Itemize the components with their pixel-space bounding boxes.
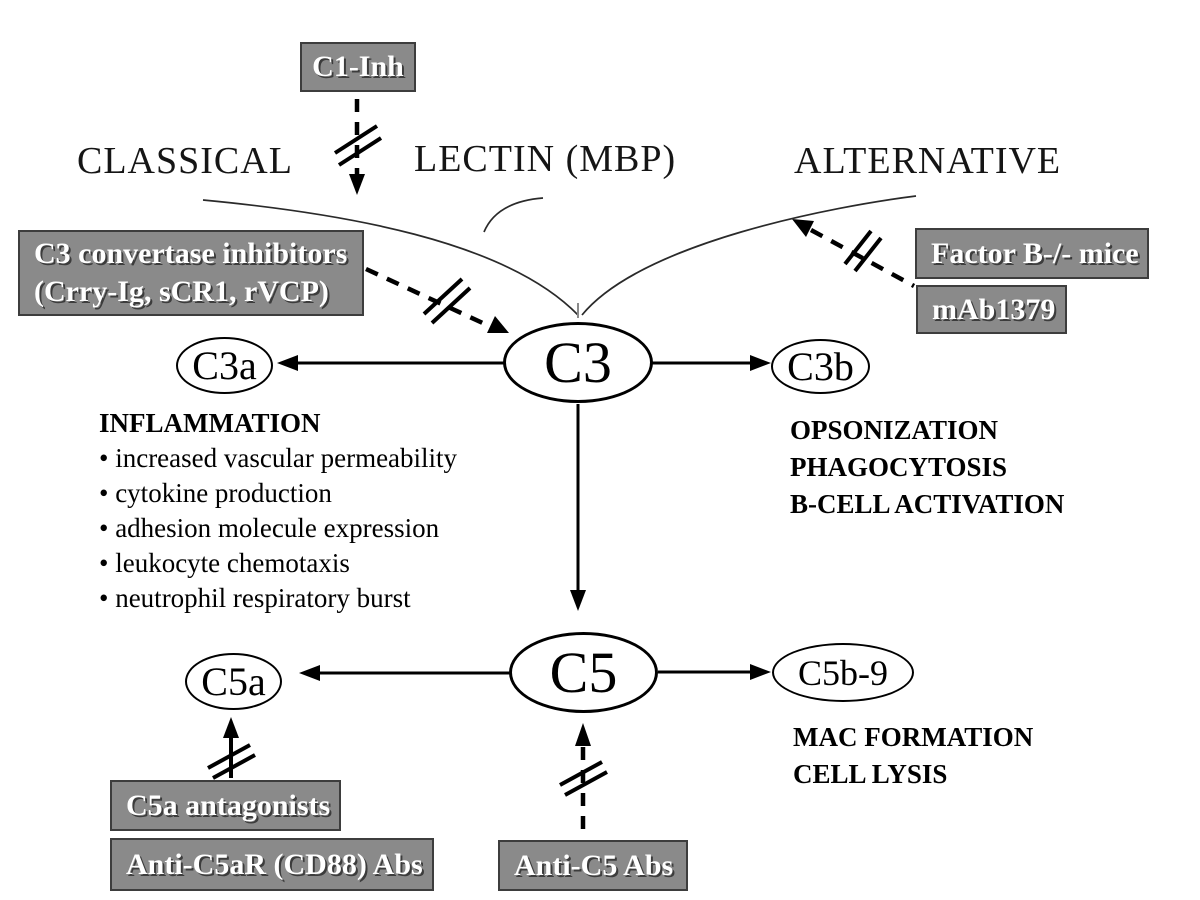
- node-c3a-label: C3a: [192, 343, 257, 388]
- anti-c5-abs-label: Anti-C5 Abs: [514, 848, 674, 882]
- inflammation-item: neutrophil respiratory burst: [99, 581, 457, 616]
- inflammation-item: leukocyte chemotaxis: [99, 546, 457, 581]
- dashed-arrows: [354, 99, 916, 837]
- alternative-pathway-label: ALTERNATIVE: [794, 140, 1062, 182]
- block-c1inh: [333, 124, 383, 167]
- lectin-curve: [483, 197, 544, 233]
- node-c5a-label: C5a: [201, 659, 266, 704]
- c3b-effect: B-CELL ACTIVATION: [790, 489, 1065, 519]
- lectin-pathway-label: LECTIN (MBP): [414, 138, 677, 180]
- c3b-effect: OPSONIZATION: [790, 415, 999, 445]
- arrowheads: [223, 174, 814, 746]
- arrowhead-c5b9: [750, 664, 771, 680]
- alternative-curve: [581, 195, 917, 316]
- arrow-c3convertase-shaft: [365, 266, 488, 328]
- inflammation-item: cytokine production: [99, 476, 457, 511]
- c5b9-effects-block: MAC FORMATION CELL LYSIS: [793, 719, 1033, 793]
- arrowhead-factorb: [792, 219, 814, 237]
- solid-arrows: [229, 361, 752, 778]
- mab1379-label: mAb1379: [932, 292, 1056, 326]
- block-factorb: [843, 229, 883, 273]
- arrowhead-c3b: [750, 355, 771, 371]
- node-c3-label: C3: [544, 330, 612, 395]
- arrowhead-c3-c5: [570, 590, 586, 611]
- node-c5b9-label: C5b-9: [798, 652, 888, 693]
- block-antic5: [559, 760, 608, 797]
- pathway-curves: [202, 195, 917, 316]
- anti-c5-abs-box: Anti-C5 Abs: [498, 840, 688, 891]
- c3b-effects-block: OPSONIZATION PHAGOCYTOSIS B-CELL ACTIVAT…: [790, 412, 1064, 523]
- c3-convertase-inhibitors-line1: C3 convertase inhibitors: [34, 237, 348, 270]
- c5a-antagonists-label: C5a antagonists: [126, 788, 331, 822]
- arrowhead-c3a: [277, 355, 298, 371]
- inflammation-block: INFLAMMATION increased vascular permeabi…: [99, 406, 457, 616]
- inflammation-item: adhesion molecule expression: [99, 511, 457, 546]
- c5b9-effect: MAC FORMATION: [793, 722, 1034, 752]
- inflammation-list: increased vascular permeability cytokine…: [99, 441, 457, 616]
- anti-c5ar-abs-label: Anti-C5aR (CD88) Abs: [126, 847, 423, 881]
- node-c5a: C5a: [185, 653, 282, 710]
- c5a-antagonists-box: C5a antagonists: [110, 780, 341, 831]
- block-c3convertase: [422, 277, 472, 325]
- factor-b-mice-label: Factor B-/- mice: [931, 236, 1139, 270]
- factor-b-mice-box: Factor B-/- mice: [915, 228, 1149, 279]
- classical-pathway-label: CLASSICAL: [77, 140, 293, 182]
- node-c3: C3: [503, 322, 653, 403]
- arrowhead-c3convertase: [487, 316, 509, 333]
- arrowhead-c5a: [299, 665, 320, 681]
- node-c3b-label: C3b: [787, 344, 854, 389]
- classical-curve: [202, 199, 579, 316]
- mab1379-box: mAb1379: [916, 285, 1067, 334]
- node-c5-label: C5: [549, 640, 618, 705]
- inflammation-title: INFLAMMATION: [99, 408, 321, 438]
- inhibition-marks: [207, 124, 883, 797]
- node-c5b9: C5b-9: [772, 643, 914, 702]
- node-c3b: C3b: [771, 339, 870, 394]
- block-c5a-antagonists: [207, 743, 256, 780]
- c3-convertase-inhibitors-box: C3 convertase inhibitors (Crry-Ig, sCR1,…: [18, 230, 364, 316]
- arrowhead-c1inh: [349, 174, 365, 195]
- inflammation-item: increased vascular permeability: [99, 441, 457, 476]
- arrow-factorb-shaft: [809, 228, 916, 288]
- c1-inh-box: C1-Inh: [300, 42, 416, 92]
- c3-convertase-inhibitors-line2: (Crry-Ig, sCR1, rVCP): [34, 275, 329, 308]
- c1-inh-label: C1-Inh: [312, 50, 404, 83]
- anti-c5ar-abs-box: Anti-C5aR (CD88) Abs: [110, 838, 434, 891]
- c5b9-effect: CELL LYSIS: [793, 759, 948, 789]
- node-c5: C5: [509, 632, 658, 713]
- arrowhead-c5a-antagonists: [223, 717, 239, 738]
- node-c3a: C3a: [176, 337, 273, 394]
- arrowhead-antic5: [575, 723, 591, 746]
- c3b-effect: PHAGOCYTOSIS: [790, 452, 1008, 482]
